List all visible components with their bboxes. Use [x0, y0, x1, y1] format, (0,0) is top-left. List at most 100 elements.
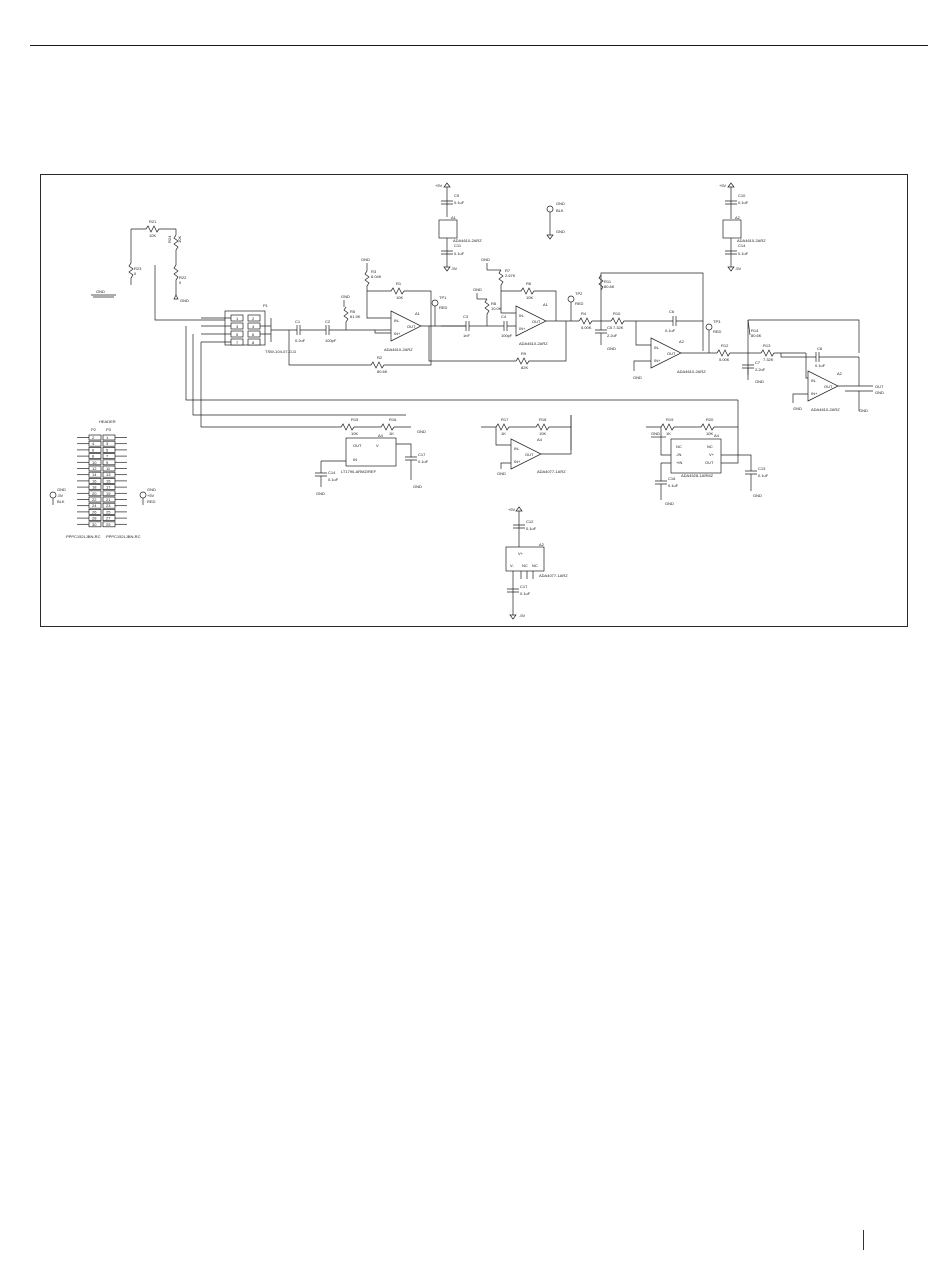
- svg-text:ADA4077-1ARZ: ADA4077-1ARZ: [539, 573, 568, 578]
- capacitor-c8: C8 0.1uF: [780, 346, 859, 368]
- svg-text:10K: 10K: [396, 295, 403, 300]
- resistor-r2: R2 80.6K: [288, 326, 432, 374]
- resistor-r7: R7 2.67K: [498, 268, 516, 291]
- schematic-diagram: R21 10K R23 0 R24 10K R22 0 GND GND: [49, 182, 884, 620]
- svg-text:0.2uF: 0.2uF: [295, 338, 306, 343]
- svg-text:R6: R6: [526, 281, 532, 286]
- svg-text:1nF: 1nF: [463, 333, 470, 338]
- capacitor-c7: C7 2.2uF GND: [742, 360, 766, 384]
- svg-text:IN-: IN-: [519, 313, 525, 318]
- header-pin-label: 25: [106, 509, 111, 514]
- header-pin-label: 12: [92, 466, 97, 471]
- svg-text:C10: C10: [738, 193, 746, 198]
- header-pin-box: [88, 447, 102, 453]
- svg-text:P2: P2: [91, 427, 97, 432]
- svg-text:R15: R15: [351, 417, 359, 422]
- svg-text:BLK: BLK: [556, 208, 564, 213]
- header-pin-label: 29: [106, 522, 111, 527]
- header-pin-label: 16: [92, 478, 97, 483]
- svg-text:R16: R16: [389, 417, 397, 422]
- resistor-r18-block: R18 10K: [531, 417, 572, 450]
- svg-text:OUT: OUT: [525, 452, 534, 457]
- svg-text:V+: V+: [518, 551, 524, 556]
- svg-text:OUT: OUT: [667, 351, 676, 356]
- svg-text:TP2: TP2: [575, 291, 583, 296]
- resistor-r12: R12 5.00K: [716, 343, 748, 362]
- svg-text:10K: 10K: [351, 431, 358, 436]
- svg-text:100pF: 100pF: [501, 333, 513, 338]
- resistor-r20-block: R20 10K: [696, 400, 739, 436]
- resistor-r10: R10 7.32K: [601, 311, 636, 330]
- svg-text:R8: R8: [491, 301, 497, 306]
- ic-lt1790: OUT V IN A4 LT1790-ARMZ/REF: [341, 433, 397, 474]
- svg-text:R19: R19: [666, 417, 674, 422]
- resistor-r3: R3 6.04K: [364, 269, 382, 291]
- svg-text:80.6K: 80.6K: [751, 333, 762, 338]
- svg-text:-5V: -5V: [57, 493, 64, 498]
- svg-text:GND: GND: [665, 501, 674, 506]
- capacitor-c4: C4 100pF: [501, 314, 516, 338]
- svg-text:GND: GND: [413, 484, 422, 489]
- svg-text:ADA4610-2ARZ: ADA4610-2ARZ: [519, 341, 548, 346]
- opamp-a4-buffer: IN- IN+ OUT A4 ADA4077-1ARZ: [510, 437, 566, 474]
- supply-a3: +5V C12 0.1uF V+ V- NC NC A2 ADA4077-1AR…: [505, 506, 568, 620]
- header-title: HEADER: [99, 419, 116, 424]
- r21-value: 10K: [149, 233, 156, 238]
- svg-text:C9: C9: [454, 193, 460, 198]
- svg-text:C13: C13: [758, 466, 766, 471]
- svg-text:IN-: IN-: [811, 378, 817, 383]
- svg-text:TP3: TP3: [713, 319, 721, 324]
- header-pin-label: 15: [106, 478, 111, 483]
- header-pin-label: 30: [92, 522, 97, 527]
- header-pin-label: 20: [92, 491, 97, 496]
- svg-text:R11: R11: [604, 279, 612, 284]
- header-pin-box: [102, 440, 116, 447]
- svg-text:4: 4: [252, 324, 255, 329]
- svg-text:0.1uF: 0.1uF: [418, 459, 429, 464]
- svg-text:A2: A2: [735, 215, 741, 220]
- svg-text:V-: V-: [510, 563, 514, 568]
- svg-text:8: 8: [252, 340, 255, 345]
- svg-text:GND: GND: [651, 431, 660, 436]
- lt1790-ref: A4: [378, 433, 384, 438]
- svg-text:C1: C1: [295, 319, 301, 324]
- resistor-r19-block: R19 1K: [646, 417, 696, 436]
- svg-text:C17: C17: [520, 584, 528, 589]
- header-pin-label: 24: [92, 503, 97, 508]
- svg-text:OUT: OUT: [353, 443, 362, 448]
- resistor-r23: R23 0: [128, 262, 142, 285]
- svg-text:10K: 10K: [706, 431, 713, 436]
- svg-text:10K: 10K: [526, 295, 533, 300]
- svg-text:6.04K: 6.04K: [371, 274, 382, 279]
- svg-text:0.1uF: 0.1uF: [454, 251, 465, 256]
- svg-text:TP1: TP1: [439, 295, 447, 300]
- svg-text:-5V: -5V: [519, 613, 526, 618]
- svg-text:C14: C14: [328, 470, 336, 475]
- svg-text:80.6K: 80.6K: [604, 284, 615, 289]
- svg-text:GND: GND: [859, 408, 868, 413]
- p1-part: TSW-104-07-G-D: [265, 349, 296, 354]
- header-pin-label: 8: [92, 454, 95, 459]
- svg-text:R17: R17: [501, 417, 509, 422]
- header-pin-box: [102, 453, 116, 459]
- header-pin-box: [88, 440, 102, 447]
- header-pin-label: 11: [106, 466, 111, 471]
- svg-text:IN-: IN-: [514, 446, 520, 451]
- header-pin-label: 14: [92, 472, 97, 477]
- resistor-r14: R14 80.6K: [747, 319, 860, 353]
- header-pin-label: 27: [106, 516, 111, 521]
- svg-text:R18: R18: [539, 417, 547, 422]
- resistor-r13: R13 7.32K: [748, 343, 806, 362]
- svg-text:C2: C2: [325, 319, 331, 324]
- svg-text:GND: GND: [875, 390, 884, 395]
- svg-text:GND: GND: [341, 294, 350, 299]
- schematic-frame: R21 10K R23 0 R24 10K R22 0 GND GND: [40, 174, 908, 627]
- svg-text:+IN: +IN: [676, 460, 682, 465]
- gnd-label-r22: GND: [180, 298, 189, 303]
- resistor-r22: R22 0: [173, 264, 187, 295]
- capacitor-c13: C13 0.1uF GND: [745, 466, 769, 498]
- capacitor-c2: C2 100pF: [325, 319, 391, 343]
- svg-text:0.1uF: 0.1uF: [328, 477, 339, 482]
- svg-text:R2: R2: [377, 355, 383, 360]
- svg-text:GND: GND: [633, 375, 642, 380]
